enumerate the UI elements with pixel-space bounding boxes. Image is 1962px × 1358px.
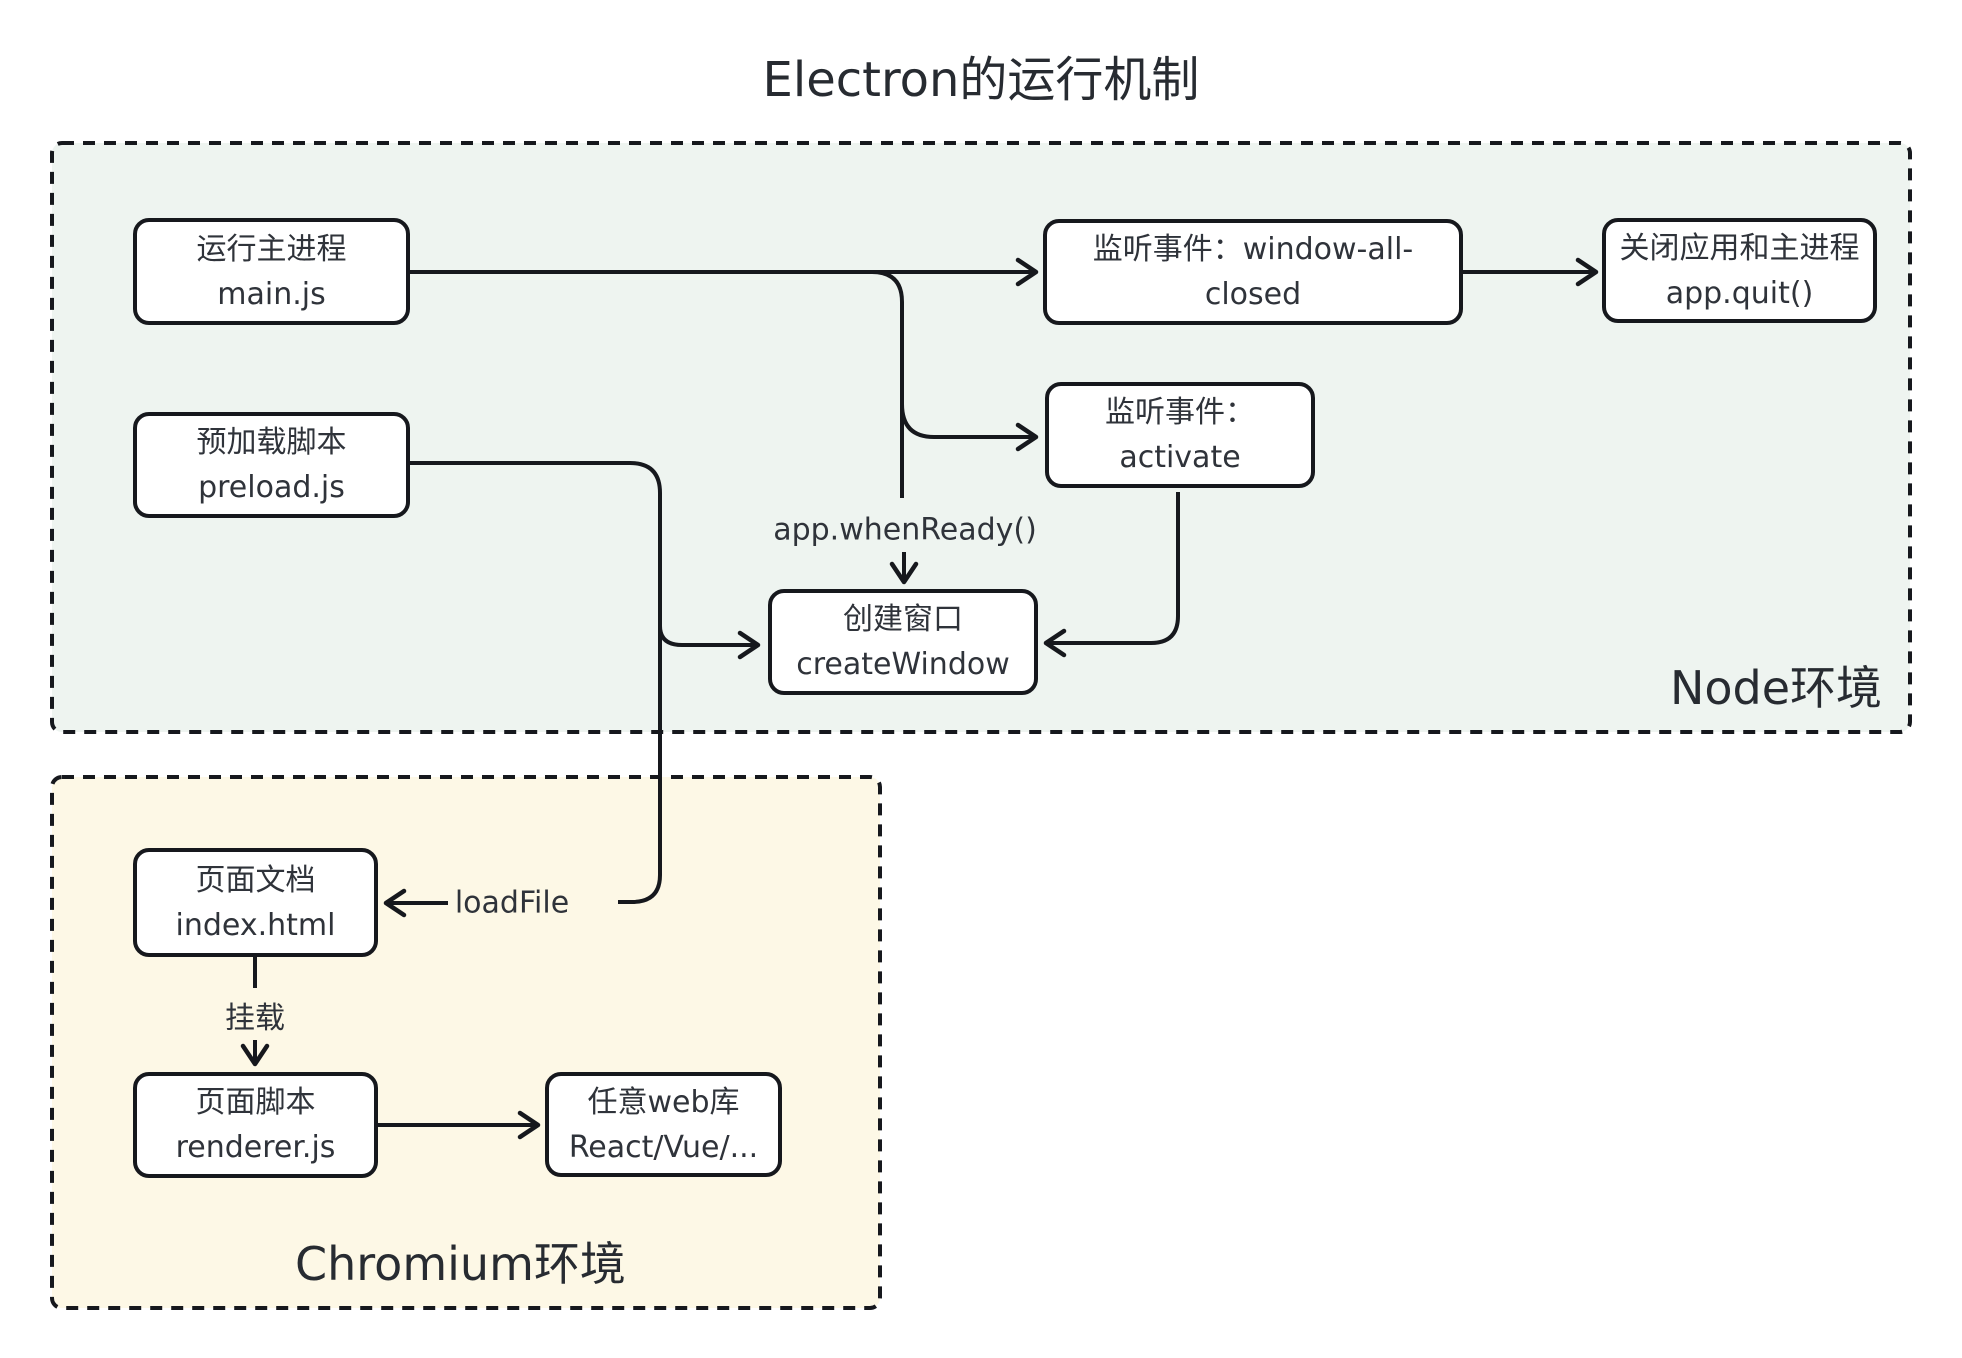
box-activate-line1: 监听事件：activate — [1105, 395, 1255, 475]
box-create-window-line1: 创建窗口 — [843, 602, 963, 637]
box-create-window-line2: createWindow — [796, 647, 1010, 682]
box-window-all-closed-line1: 监听事件：window-all-closed — [1092, 232, 1414, 312]
connector-main-branch-down — [871, 270, 904, 498]
label-app-whenready: app.whenReady() — [773, 512, 1037, 548]
box-web-library-line1: 任意web库 — [587, 1084, 740, 1120]
label-chromium-environment: Chromium环境 — [295, 1237, 626, 1291]
box-main-js-line1: 运行主进程 — [196, 231, 347, 267]
connector-preload-trunk — [410, 461, 662, 904]
box-renderer-js-line1: 页面脚本 — [195, 1085, 316, 1120]
box-preload-js-line1: 预加载脚本 — [196, 425, 347, 460]
box-web-library: 任意web库 React/Vue/... — [545, 1072, 782, 1177]
connector-branch-to-activate — [900, 403, 1039, 452]
box-preload-js-line2: preload.js — [198, 470, 345, 505]
box-app-quit-line2: app.quit() — [1665, 275, 1814, 311]
box-main-js: 运行主进程 main.js — [133, 218, 410, 325]
label-load-file: loadFile — [454, 885, 570, 921]
label-mount: 挂载 — [225, 1001, 285, 1036]
box-main-js-line2: main.js — [217, 276, 326, 312]
box-create-window: 创建窗口 createWindow — [768, 589, 1038, 695]
box-activate: 监听事件：activate — [1045, 382, 1315, 488]
box-renderer-js-line2: renderer.js — [175, 1130, 336, 1165]
connector-preload-to-createwindow — [658, 625, 761, 660]
box-app-quit-line1: 关闭应用和主进程 — [1619, 230, 1860, 266]
diagram-title: Electron的运行机制 — [762, 52, 1200, 108]
box-web-library-line2: React/Vue/... — [568, 1129, 759, 1165]
label-node-environment: Node环境 — [1669, 661, 1882, 715]
box-index-html-line1: 页面文档 — [195, 862, 316, 898]
box-index-html: 页面文档 index.html — [133, 848, 378, 957]
box-preload-js: 预加载脚本 preload.js — [133, 412, 410, 518]
box-renderer-js: 页面脚本 renderer.js — [133, 1072, 378, 1178]
box-window-all-closed: 监听事件：window-all-closed — [1043, 219, 1463, 325]
box-index-html-line2: index.html — [175, 907, 336, 943]
connector-activate-to-createwindow — [1043, 492, 1180, 658]
box-app-quit: 关闭应用和主进程 app.quit() — [1602, 218, 1877, 323]
